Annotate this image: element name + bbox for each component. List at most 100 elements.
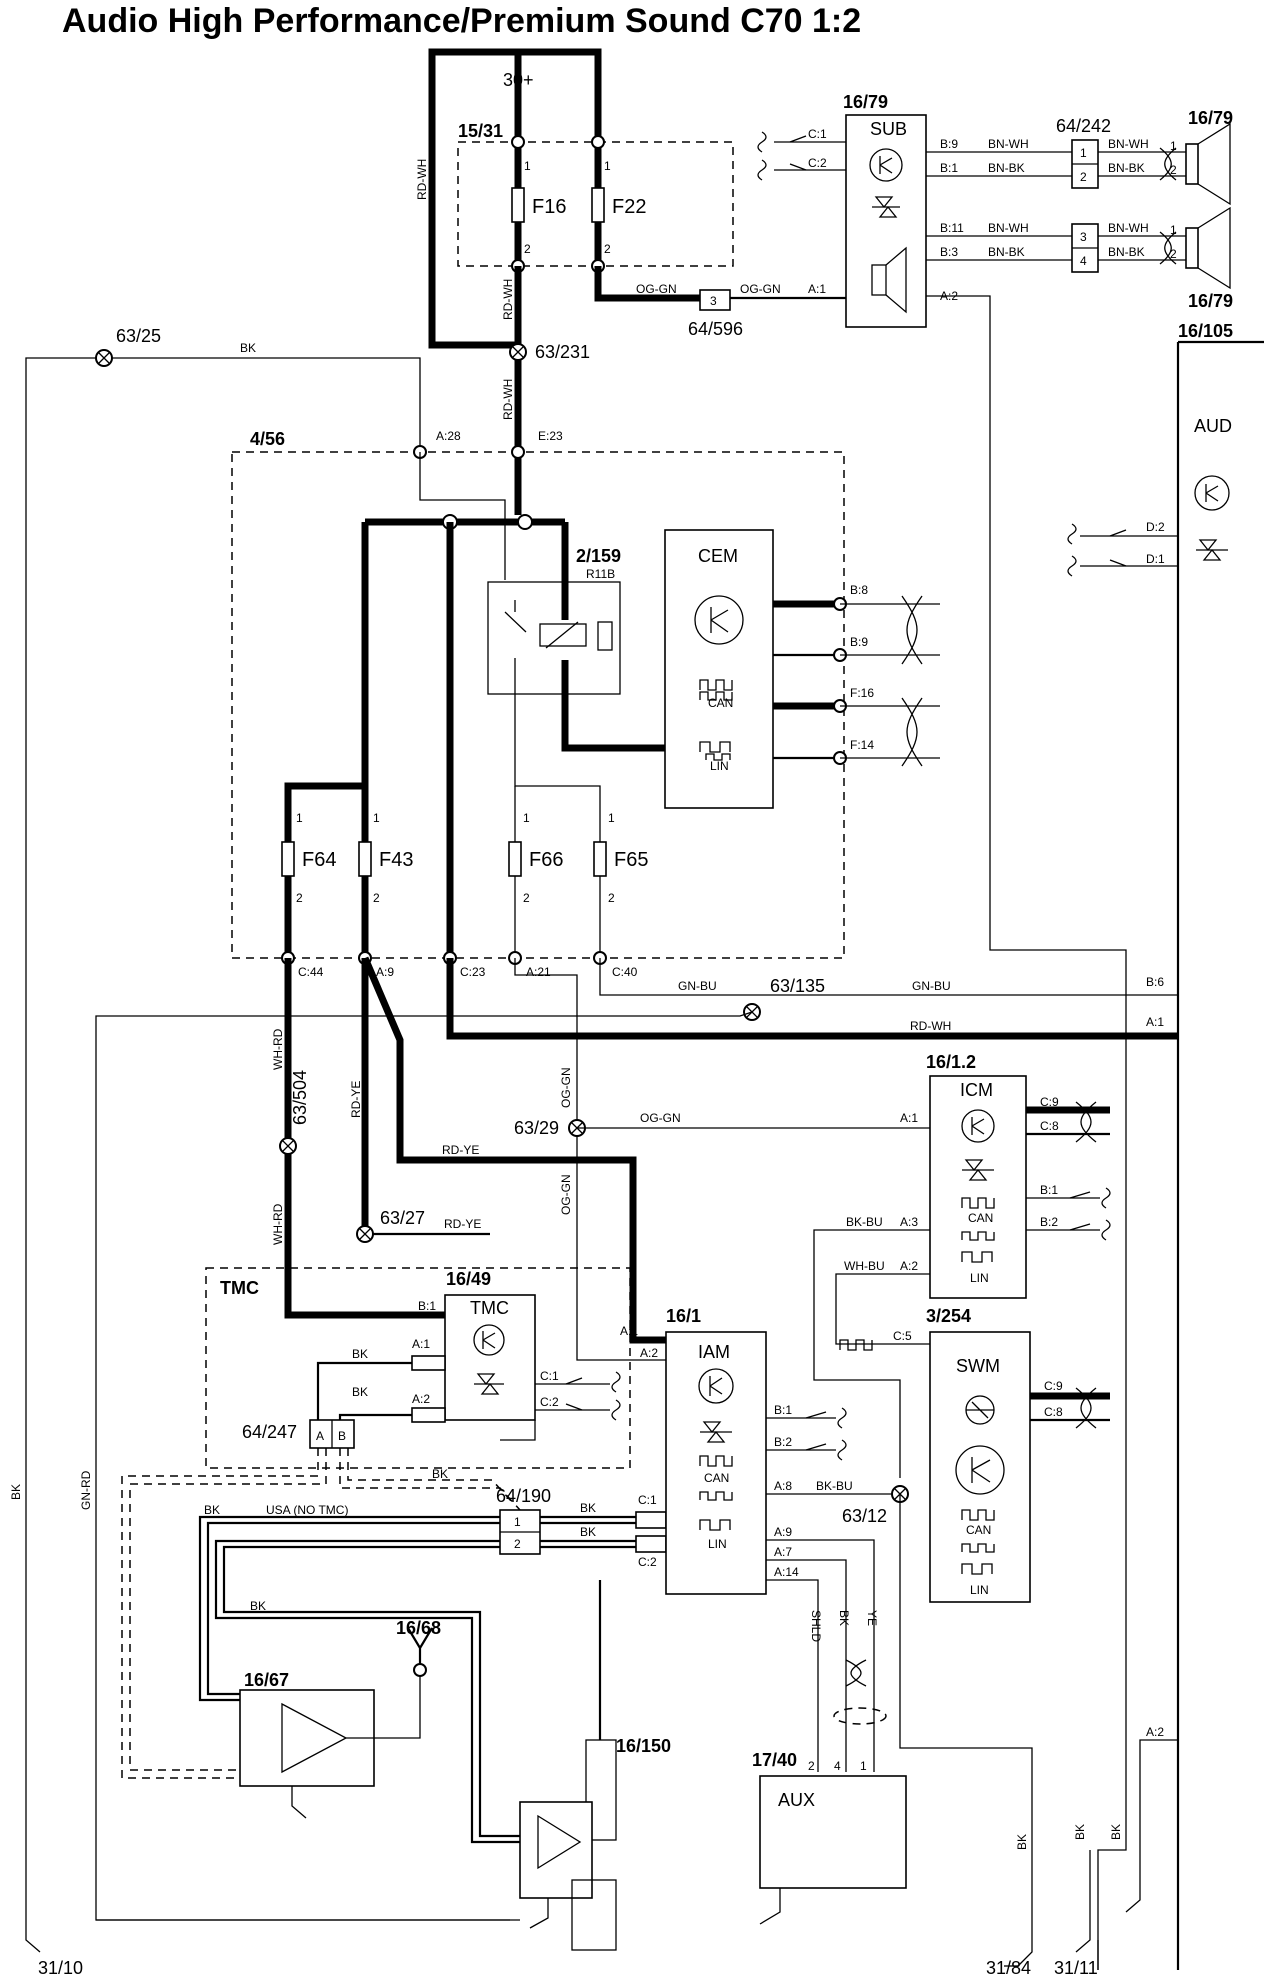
svg-text:USA (NO TMC): USA (NO TMC) — [266, 1503, 348, 1517]
svg-text:A:28: A:28 — [436, 429, 461, 443]
fuse-f43: F43 — [379, 849, 413, 871]
svg-text:C:9: C:9 — [1040, 1095, 1059, 1109]
svg-text:BK: BK — [837, 1610, 851, 1626]
svg-text:17/40: 17/40 — [752, 1750, 797, 1770]
connector-64-596 — [699, 289, 731, 311]
svg-text:A:21: A:21 — [526, 965, 551, 979]
svg-text:OG-GN: OG-GN — [636, 282, 677, 296]
svg-text:C:2: C:2 — [540, 1395, 559, 1409]
svg-text:C:40: C:40 — [612, 965, 638, 979]
svg-text:AUX: AUX — [778, 1790, 815, 1810]
svg-text:CAN: CAN — [708, 696, 733, 710]
splice-63-29: 63/29 — [514, 1118, 586, 1138]
svg-text:C:2: C:2 — [808, 156, 827, 170]
svg-text:16/150: 16/150 — [616, 1736, 671, 1756]
svg-text:GN-RD: GN-RD — [79, 1470, 93, 1510]
svg-text:RD-YE: RD-YE — [444, 1217, 481, 1231]
splice-63-231: 63/231 — [509, 342, 590, 362]
control-module-icon — [869, 148, 903, 182]
relay-2-159: 2/159 R11B — [487, 546, 621, 700]
svg-text:A:3: A:3 — [900, 1215, 918, 1229]
diagram-title: Audio High Performance/Premium Sound C70… — [62, 2, 861, 40]
power-antenna-16-150: 16/150 — [519, 1580, 671, 1951]
svg-text:BK: BK — [1109, 1824, 1123, 1840]
svg-text:OG-GN: OG-GN — [559, 1067, 573, 1108]
control-module-icon — [961, 1109, 995, 1143]
svg-text:16/105: 16/105 — [1178, 321, 1233, 341]
svg-text:64/190: 64/190 — [496, 1486, 551, 1506]
svg-text:1: 1 — [604, 159, 611, 173]
svg-text:CAN: CAN — [966, 1523, 991, 1537]
svg-text:C:44: C:44 — [298, 965, 324, 979]
svg-text:SUB: SUB — [870, 119, 907, 139]
svg-text:A:2: A:2 — [1146, 1725, 1164, 1739]
svg-text:C:2: C:2 — [638, 1555, 657, 1569]
svg-text:A:2: A:2 — [412, 1392, 430, 1406]
svg-text:B:1: B:1 — [774, 1403, 792, 1417]
svg-text:A:9: A:9 — [774, 1525, 792, 1539]
fuse-f65: F65 — [614, 849, 648, 871]
svg-text:16/79: 16/79 — [1188, 108, 1233, 128]
svg-text:63/231: 63/231 — [535, 342, 590, 362]
diode-icon — [1196, 539, 1228, 561]
svg-text:SWM: SWM — [956, 1356, 1000, 1376]
ground-31-11: 31/11 — [1054, 1850, 1099, 1978]
svg-text:C:8: C:8 — [1040, 1119, 1059, 1133]
svg-text:B:9: B:9 — [850, 635, 868, 649]
svg-text:WH-RD: WH-RD — [271, 1028, 285, 1070]
svg-text:B:2: B:2 — [1040, 1215, 1058, 1229]
svg-text:4: 4 — [834, 1759, 841, 1773]
svg-text:BK: BK — [240, 341, 256, 355]
svg-text:IAM: IAM — [698, 1342, 730, 1362]
svg-text:1: 1 — [1170, 223, 1177, 237]
svg-text:F:14: F:14 — [850, 738, 874, 752]
svg-text:2: 2 — [373, 891, 380, 905]
svg-text:2: 2 — [514, 1537, 521, 1551]
svg-text:64/247: 64/247 — [242, 1422, 297, 1442]
svg-text:BK-BU: BK-BU — [846, 1215, 883, 1229]
svg-text:LIN: LIN — [710, 759, 729, 773]
svg-text:TMC: TMC — [470, 1298, 509, 1318]
svg-text:2: 2 — [1170, 247, 1177, 261]
fuse-f16: F16 — [532, 196, 566, 218]
svg-text:C:1: C:1 — [808, 127, 827, 141]
svg-text:B:3: B:3 — [940, 245, 958, 259]
svg-text:BK: BK — [1073, 1824, 1087, 1840]
svg-text:B:6: B:6 — [1146, 975, 1164, 989]
svg-text:BN-BK: BN-BK — [988, 245, 1025, 259]
svg-text:BK: BK — [352, 1347, 368, 1361]
svg-text:A:1: A:1 — [900, 1111, 918, 1125]
svg-text:31/11: 31/11 — [1054, 1958, 1098, 1978]
svg-text:63/135: 63/135 — [770, 976, 825, 996]
svg-text:WH-RD: WH-RD — [271, 1203, 285, 1245]
svg-text:16/1.2: 16/1.2 — [926, 1052, 976, 1072]
fuse-f22: F22 — [612, 196, 646, 218]
svg-text:CAN: CAN — [704, 1471, 729, 1485]
control-module-icon — [473, 1324, 505, 1356]
svg-text:RD-YE: RD-YE — [349, 1081, 363, 1118]
svg-text:AUD: AUD — [1194, 416, 1232, 436]
iam-module: 16/1 IAM CAN LIN B:1 B:2 A:8 A:9 A:7 A:1… — [665, 1306, 799, 1595]
svg-text:BK: BK — [1015, 1834, 1029, 1850]
svg-text:16/68: 16/68 — [396, 1618, 441, 1638]
svg-text:LIN: LIN — [708, 1537, 727, 1551]
tmc-module: 16/49 TMC A:1 A:2 C:1 C:2 — [412, 1269, 559, 1421]
svg-text:2: 2 — [808, 1759, 815, 1773]
svg-text:RD-WH: RD-WH — [910, 1019, 951, 1033]
svg-text:RD-WH: RD-WH — [501, 379, 515, 420]
fuse-f64: F64 — [302, 849, 336, 871]
svg-text:63/504: 63/504 — [290, 1070, 310, 1125]
svg-text:2: 2 — [296, 891, 303, 905]
svg-text:C:23: C:23 — [460, 965, 486, 979]
splice-63-135: 63/135 — [743, 976, 825, 1021]
svg-text:CAN: CAN — [968, 1211, 993, 1225]
diode-icon — [872, 196, 900, 218]
svg-text:BN-BK: BN-BK — [988, 161, 1025, 175]
svg-text:4/56: 4/56 — [250, 429, 285, 449]
swm-module: 3/254 SWM CAN LIN C:9 C:8 — [926, 1306, 1063, 1603]
svg-text:B:2: B:2 — [774, 1435, 792, 1449]
svg-text:3/254: 3/254 — [926, 1306, 971, 1326]
aud-head-unit: 16/105 AUD D:2 D:1 B:6 A:1 A:2 — [1067, 321, 1264, 1970]
connector-64-190: 64/190 1 2 — [496, 1486, 551, 1555]
